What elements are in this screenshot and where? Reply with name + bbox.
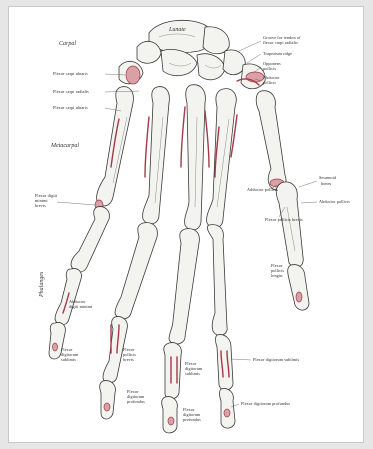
label-fcr: Flexor carpi radialis	[53, 89, 89, 94]
label-fdp1-3: sublimis	[61, 357, 76, 362]
thumb-phalanges	[276, 182, 309, 310]
label-fpb: Flexor pollicis brevis	[265, 217, 303, 222]
label-phalanges: Phalanges	[39, 271, 45, 298]
label-abductor-pollicis: Abductor pollicis	[319, 199, 350, 204]
label-flexor-subl-right: Flexor digitorum sublimis	[253, 357, 300, 362]
label-lunate: Lunate	[168, 27, 186, 33]
label-trapezium-ridge: Trapezium ridge	[263, 51, 292, 56]
label-fcu: Flexor carpi ulnaris	[53, 71, 88, 76]
label-sesamoid-2: bones	[321, 181, 332, 186]
label-sesamoid: Sesamoid	[319, 175, 337, 180]
label-abductor-pollicis-brevis-2: pollicis	[263, 80, 276, 85]
label-fds-tendon-3: profundus	[127, 399, 145, 404]
label-opponens-2: pollicis	[263, 66, 276, 71]
label-flexor-prof-bottom-3: profundus	[183, 417, 201, 422]
label-fdm-3: brevis	[35, 203, 46, 208]
figure-frame: Lunate Carpal Metacarpal Phalanges Groov…	[8, 6, 364, 443]
label-abductor-digiti-2: digiti minimi	[69, 304, 93, 309]
label-flexor-pol-longus-3: longus	[271, 273, 283, 278]
hand-bones-illustration: Lunate Carpal Metacarpal Phalanges Groov…	[9, 7, 365, 444]
label-metacarpal: Metacarpal	[50, 143, 79, 149]
label-flexor-brevis-3: brevis	[123, 357, 134, 362]
metacarpal-bones	[97, 85, 286, 230]
label-carpal: Carpal	[59, 41, 76, 47]
label-groove-tendon-2: flexor carpi radialis	[263, 40, 298, 45]
label-fcu2: Flexor carpi ulnaris	[53, 105, 88, 110]
label-fdp-center-3: sublimis	[185, 371, 200, 376]
label-fdp-right: Flexor digitorum profundus	[241, 401, 290, 406]
label-adductor-pollicis: Adductor pollicis	[247, 187, 278, 192]
